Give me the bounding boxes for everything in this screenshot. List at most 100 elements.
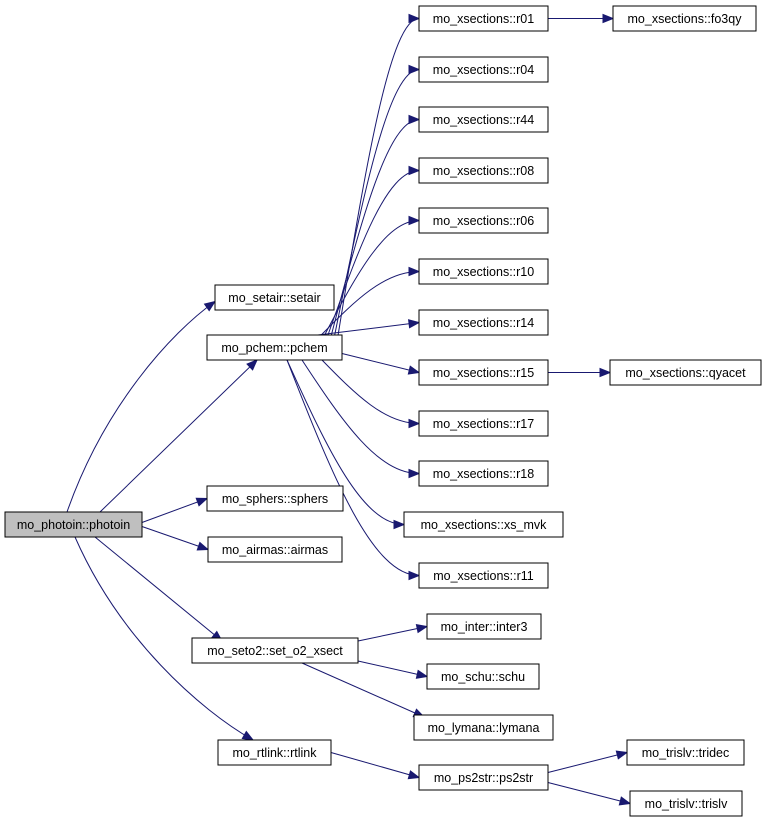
node-box xyxy=(217,739,332,766)
edge-r15-to-qyacet xyxy=(548,367,612,378)
edge-line xyxy=(547,782,631,804)
edge-pchem-to-r08 xyxy=(327,165,421,336)
node-box xyxy=(418,5,549,32)
node-box xyxy=(207,536,343,563)
node-box xyxy=(609,359,762,386)
node-label: mo_xsections::r11 xyxy=(433,569,534,583)
node-mo-xsections-r06[interactable]: mo_xsections::r06 xyxy=(418,207,549,234)
node-mo-xsections-r04[interactable]: mo_xsections::r04 xyxy=(418,56,549,83)
edge-ps2str-to-tridec xyxy=(547,750,629,773)
arrowhead xyxy=(408,215,421,226)
node-box xyxy=(418,207,549,234)
edge-line xyxy=(141,498,208,523)
edge-line xyxy=(327,170,420,336)
arrowhead xyxy=(196,541,210,551)
node-box xyxy=(418,359,549,386)
edge-pchem-to-r04 xyxy=(334,64,421,336)
node-mo-inter-inter3[interactable]: mo_inter::inter3 xyxy=(426,613,542,640)
edge-line xyxy=(547,752,628,773)
edge-line xyxy=(94,536,223,642)
node-box xyxy=(426,663,540,690)
node-mo-seto2-set-o2-xsect[interactable]: mo_seto2::set_o2_xsect xyxy=(191,637,359,664)
node-box xyxy=(418,106,549,133)
node-box xyxy=(418,764,549,791)
node-label: mo_photoin::photoin xyxy=(17,518,130,532)
node-label: mo_xsections::r17 xyxy=(433,417,534,431)
edge-seto2-to-lymana xyxy=(301,662,426,718)
arrowhead xyxy=(241,730,255,741)
node-mo-schu-schu[interactable]: mo_schu::schu xyxy=(426,663,540,690)
node-label: mo_pchem::pchem xyxy=(221,341,327,355)
node-box xyxy=(418,258,549,285)
node-mo-lymana-lymana[interactable]: mo_lymana::lymana xyxy=(413,714,554,741)
node-label: mo_xsections::r10 xyxy=(433,265,534,279)
arrowhead xyxy=(408,468,421,479)
node-mo-airmas-airmas[interactable]: mo_airmas::airmas xyxy=(207,536,343,563)
node-label: mo_inter::inter3 xyxy=(441,620,528,634)
edge-line xyxy=(99,359,258,513)
node-label: mo_xsections::r04 xyxy=(433,63,534,77)
arrowhead xyxy=(599,367,612,378)
node-box xyxy=(403,511,564,538)
node-mo-xsections-xs-mvk[interactable]: mo_xsections::xs_mvk xyxy=(403,511,564,538)
arrowhead xyxy=(408,418,421,429)
node-label: mo_trislv::tridec xyxy=(642,746,730,760)
node-box xyxy=(191,637,359,664)
edge-line xyxy=(334,69,420,336)
node-mo-xsections-r11[interactable]: mo_xsections::r11 xyxy=(418,562,549,589)
node-box xyxy=(426,613,542,640)
node-mo-xsections-qyacet[interactable]: mo_xsections::qyacet xyxy=(609,359,762,386)
arrowhead xyxy=(407,365,421,375)
edge-photoin-to-setair xyxy=(66,300,217,513)
arrowhead xyxy=(618,796,632,806)
node-mo-xsections-r15[interactable]: mo_xsections::r15 xyxy=(418,359,549,386)
edge-line xyxy=(321,359,420,424)
node-mo-xsections-r17[interactable]: mo_xsections::r17 xyxy=(418,410,549,437)
node-box xyxy=(413,714,554,741)
node-box xyxy=(418,460,549,487)
edge-pchem-to-r11 xyxy=(286,359,421,581)
node-mo-xsections-r14[interactable]: mo_xsections::r14 xyxy=(418,309,549,336)
node-mo-ps2str-ps2str[interactable]: mo_ps2str::ps2str xyxy=(418,764,549,791)
node-label: mo_xsections::r44 xyxy=(433,113,534,127)
node-label: mo_ps2str::ps2str xyxy=(434,771,533,785)
arrowhead xyxy=(408,266,421,277)
node-mo-trislv-tridec[interactable]: mo_trislv::tridec xyxy=(626,739,745,766)
edge-photoin-to-pchem xyxy=(99,359,258,513)
edge-line xyxy=(286,359,420,576)
node-mo-xsections-r44[interactable]: mo_xsections::r44 xyxy=(418,106,549,133)
node-mo-trislv-trislv[interactable]: mo_trislv::trislv xyxy=(629,790,743,817)
arrowhead xyxy=(408,570,421,581)
edge-line xyxy=(66,301,216,513)
node-label: mo_trislv::trislv xyxy=(645,797,728,811)
arrowhead xyxy=(602,13,615,24)
node-label: mo_xsections::xs_mvk xyxy=(421,518,547,532)
node-box xyxy=(418,410,549,437)
edge-line xyxy=(341,353,420,373)
node-mo-pchem-pchem[interactable]: mo_pchem::pchem xyxy=(206,334,343,361)
node-mo-xsections-r08[interactable]: mo_xsections::r08 xyxy=(418,157,549,184)
node-mo-xsections-r10[interactable]: mo_xsections::r10 xyxy=(418,258,549,285)
node-box xyxy=(4,511,143,538)
node-mo-rtlink-rtlink[interactable]: mo_rtlink::rtlink xyxy=(217,739,332,766)
node-mo-xsections-r01[interactable]: mo_xsections::r01 xyxy=(418,5,549,32)
node-mo-setair-setair[interactable]: mo_setair::setair xyxy=(214,284,335,311)
node-label: mo_xsections::r18 xyxy=(433,467,534,481)
edge-pchem-to-r14 xyxy=(317,319,421,336)
node-box xyxy=(612,5,757,32)
edge-line xyxy=(301,662,425,718)
node-mo-xsections-fo3qy[interactable]: mo_xsections::fo3qy xyxy=(612,5,757,32)
node-label: mo_xsections::qyacet xyxy=(625,366,746,380)
node-label: mo_xsections::r14 xyxy=(433,316,534,330)
edge-seto2-to-inter3 xyxy=(357,624,429,642)
edge-r01-to-fo3qy xyxy=(548,13,615,24)
node-mo-photoin-photoin[interactable]: mo_photoin::photoin xyxy=(4,511,143,538)
node-mo-xsections-r18[interactable]: mo_xsections::r18 xyxy=(418,460,549,487)
arrowhead xyxy=(408,114,421,125)
node-label: mo_setair::setair xyxy=(228,291,320,305)
node-mo-sphers-sphers[interactable]: mo_sphers::sphers xyxy=(206,485,344,512)
edge-line xyxy=(320,271,420,336)
edge-pchem-to-xsmvk xyxy=(286,359,406,530)
node-label: mo_xsections::fo3qy xyxy=(628,12,743,26)
